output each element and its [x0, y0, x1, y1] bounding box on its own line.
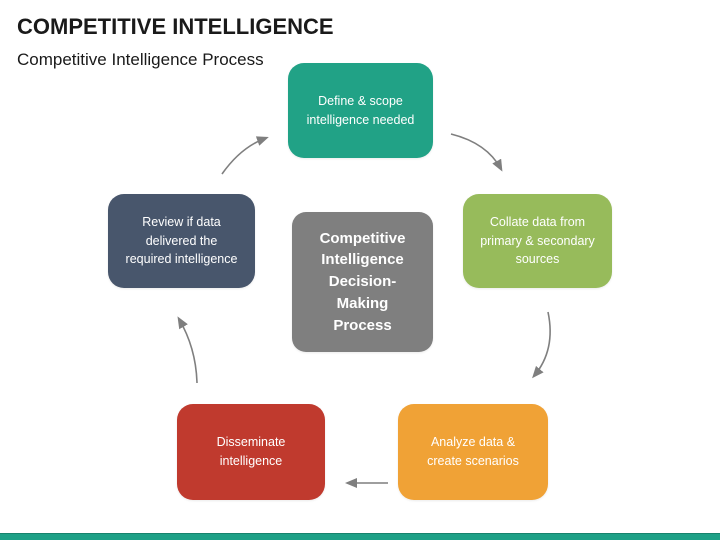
arrow-disseminate-to-review — [177, 316, 198, 384]
step-analyze-box: Analyze data & create scenarios — [398, 404, 548, 500]
step-collate-box: Collate data from primary & secondary so… — [463, 194, 612, 288]
step-review-label: Review if data delivered the required in… — [125, 214, 238, 267]
arrow-define-to-collate — [450, 133, 503, 172]
step-analyze-label: Analyze data & create scenarios — [427, 435, 519, 468]
arrow-collate-to-analyze — [532, 311, 551, 379]
slide-subtitle: Competitive Intelligence Process — [17, 50, 264, 69]
center-process-box: Competitive Intelligence Decision-Making… — [292, 212, 433, 352]
step-disseminate-box: Disseminate intelligence — [177, 404, 325, 500]
step-collate-label: Collate data from primary & secondary so… — [480, 214, 595, 267]
step-disseminate-label: Disseminate intelligence — [216, 435, 286, 468]
step-define-label: Define & scope intelligence needed — [306, 93, 415, 127]
center-process-label: Competitive Intelligence Decision-Making… — [319, 229, 406, 334]
step-review-box: Review if data delivered the required in… — [108, 194, 255, 288]
step-define-box: Define & scope intelligence needed — [288, 63, 433, 158]
slide-title: COMPETITIVE INTELLIGENCE — [17, 14, 334, 39]
footer-accent-bar — [0, 533, 720, 540]
arrow-review-to-define — [221, 136, 269, 175]
